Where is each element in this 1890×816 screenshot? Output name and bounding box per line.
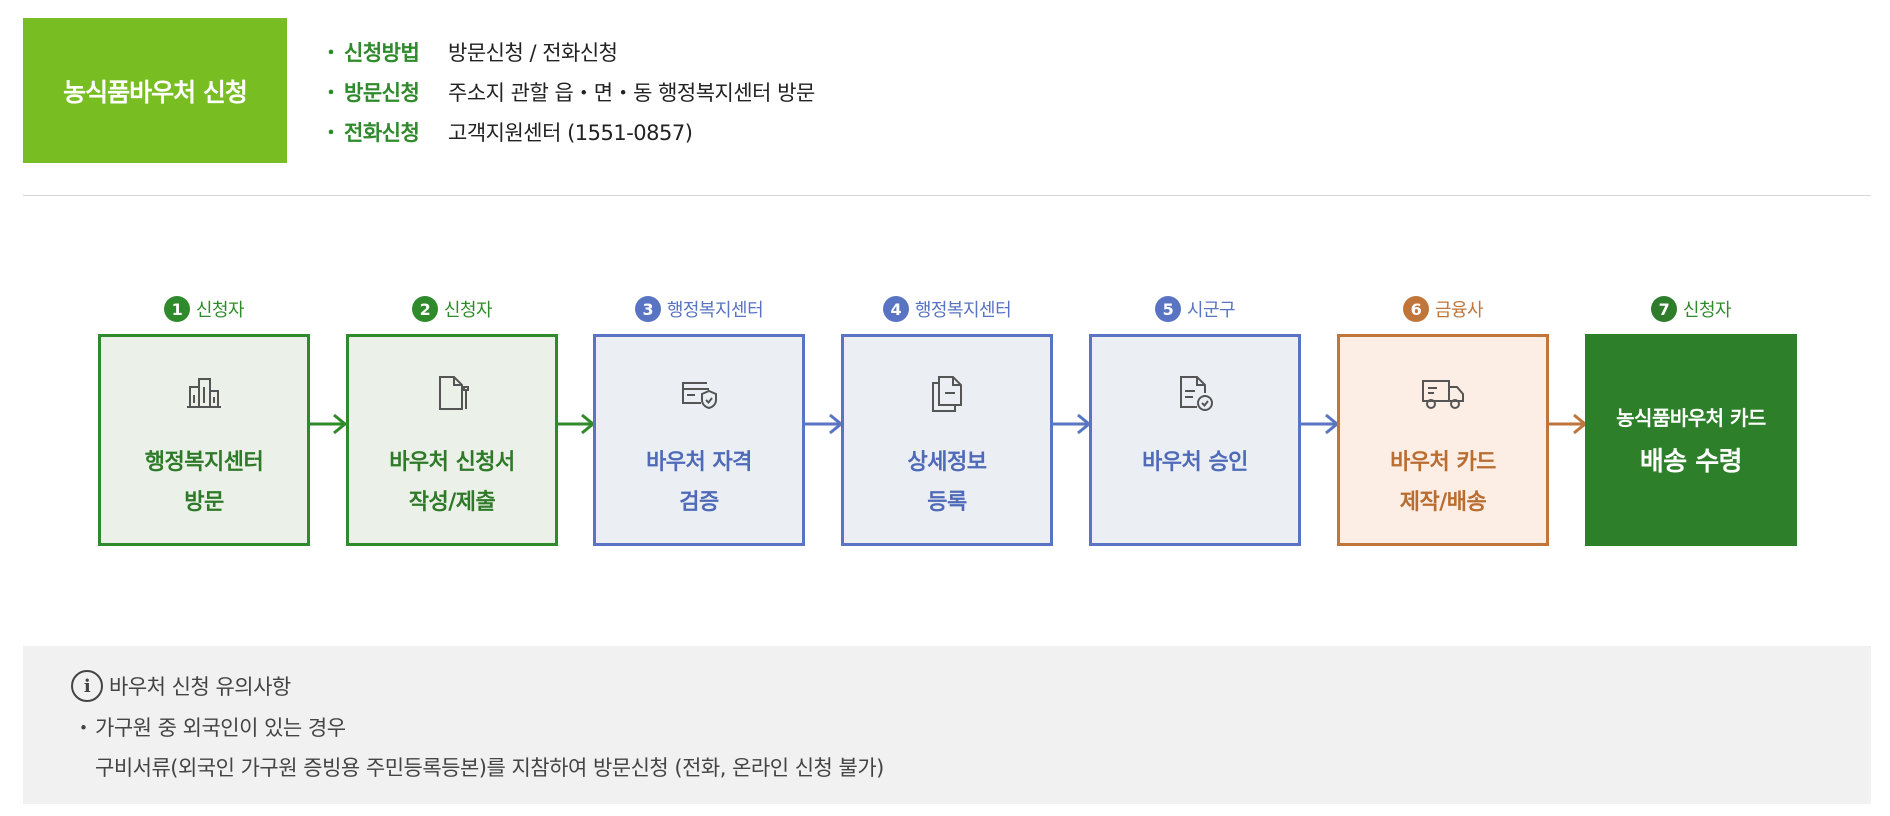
step-number: 7 xyxy=(1650,296,1677,322)
method-key: 신청방법 xyxy=(344,41,420,65)
arrow-right-icon xyxy=(804,413,844,435)
step-label-line: 등록 xyxy=(927,490,967,515)
method-value: 방문신청 / 전화신청 xyxy=(448,41,618,65)
application-method-list: ・ 신청방법 방문신청 / 전화신청 ・ 방문신청 주소지 관할 읍・면・동 행… xyxy=(322,32,815,152)
step-number: 1 xyxy=(163,296,190,322)
step-label: 행정복지센터 방문 xyxy=(144,443,264,523)
process-step-7: 7 신청자 농식품바우처 카드 배송 수령 xyxy=(1585,292,1797,546)
step-actor: 행정복지센터 xyxy=(914,300,1012,321)
step-number: 5 xyxy=(1154,296,1181,322)
process-step-4: 4 행정복지센터 상세정보 등록 xyxy=(841,292,1053,546)
step-header: 1 신청자 xyxy=(98,292,310,326)
bullet: ・ xyxy=(322,83,340,104)
step-header: 5 시군구 xyxy=(1089,292,1301,326)
step-box: 바우처 신청서 작성/제출 xyxy=(346,334,558,546)
info-icon: i xyxy=(71,670,103,702)
step-number: 4 xyxy=(882,296,909,322)
step-header: 3 행정복지센터 xyxy=(593,292,805,326)
method-value: 주소지 관할 읍・면・동 행정복지센터 방문 xyxy=(448,81,815,105)
card-shield-icon xyxy=(682,382,717,410)
documents-icon xyxy=(932,376,962,412)
process-step-5: 5 시군구 바우처 승인 xyxy=(1089,292,1301,546)
section-divider xyxy=(23,195,1871,196)
step-number: 6 xyxy=(1402,296,1429,322)
step-header: 2 신청자 xyxy=(346,292,558,326)
method-key: 전화신청 xyxy=(344,121,420,145)
method-row-visit: ・ 방문신청 주소지 관할 읍・면・동 행정복지센터 방문 xyxy=(322,72,815,112)
method-key: 방문신청 xyxy=(344,81,420,105)
method-value: 고객지원센터 (1551-0857) xyxy=(448,121,693,145)
step-label-line: 상세정보 xyxy=(907,450,987,475)
process-step-3: 3 행정복지센터 바우처 자격 검증 xyxy=(593,292,805,546)
step-number: 2 xyxy=(411,296,438,322)
step-label-line: 검증 xyxy=(679,490,719,515)
step-label-line: 작성/제출 xyxy=(408,490,496,515)
step-label-line: 배송 수령 xyxy=(1639,447,1743,477)
step-label-line: 바우처 카드 xyxy=(1390,450,1496,475)
step-label: 바우처 승인 xyxy=(1142,443,1248,483)
notice-item-detail: 구비서류(외국인 가구원 증빙용 주민등록등본)를 지참하여 방문신청 (전화,… xyxy=(95,756,884,780)
step-header: 7 신청자 xyxy=(1585,292,1797,326)
bullet: ・ xyxy=(322,43,340,64)
step-label-line: 바우처 자격 xyxy=(646,450,752,475)
arrow-right-icon xyxy=(1052,413,1092,435)
step-actor: 행정복지센터 xyxy=(666,300,764,321)
step-actor: 신청자 xyxy=(195,300,245,321)
step-label: 바우처 자격 검증 xyxy=(646,443,752,523)
process-step-2: 2 신청자 바우처 신청서 작성/제출 xyxy=(346,292,558,546)
arrow-right-icon xyxy=(1300,413,1340,435)
step-box: 바우처 카드 제작/배송 xyxy=(1337,334,1549,546)
step-actor: 금융사 xyxy=(1434,300,1484,321)
method-row-phone: ・ 전화신청 고객지원센터 (1551-0857) xyxy=(322,112,815,152)
step-header: 4 행정복지센터 xyxy=(841,292,1053,326)
step-label-line: 바우처 승인 xyxy=(1142,450,1248,475)
step-actor: 신청자 xyxy=(1682,300,1732,321)
process-step-1: 1 신청자 행정복지센터 방문 xyxy=(98,292,310,546)
step-label-line: 행정복지센터 xyxy=(144,450,264,475)
notice-title-text: 바우처 신청 유의사항 xyxy=(109,675,291,699)
bullet: ・ xyxy=(73,716,94,740)
step-box: 바우처 승인 xyxy=(1089,334,1301,546)
step-box: 행정복지센터 방문 xyxy=(98,334,310,546)
document-pen-icon xyxy=(439,376,469,410)
bullet: ・ xyxy=(322,123,340,144)
arrow-right-icon xyxy=(556,413,596,435)
delivery-truck-icon xyxy=(1422,380,1464,409)
step-label-line: 제작/배송 xyxy=(1399,490,1487,515)
step-box: 농식품바우처 카드 배송 수령 xyxy=(1585,334,1797,546)
step-label: 바우처 카드 제작/배송 xyxy=(1390,443,1496,523)
notice-item: ・가구원 중 외국인이 있는 경우 xyxy=(73,712,346,742)
building-icon xyxy=(187,378,221,408)
notice-item-text: 가구원 중 외국인이 있는 경우 xyxy=(95,716,346,740)
step-actor: 신청자 xyxy=(443,300,493,321)
step-label-line: 농식품바우처 카드 xyxy=(1616,406,1766,430)
process-step-6: 6 금융사 바우처 카드 제작/배송 xyxy=(1337,292,1549,546)
step-label-line: 방문 xyxy=(184,490,224,515)
step-label: 상세정보 등록 xyxy=(908,443,987,523)
method-row-application: ・ 신청방법 방문신청 / 전화신청 xyxy=(322,32,815,72)
notice-box: i 바우처 신청 유의사항 ・가구원 중 외국인이 있는 경우 구비서류(외국인… xyxy=(23,646,1871,804)
step-box: 상세정보 등록 xyxy=(841,334,1053,546)
notice-title: i 바우처 신청 유의사항 xyxy=(71,670,291,702)
step-label: 바우처 신청서 작성/제출 xyxy=(389,443,515,523)
page-title-badge: 농식품바우처 신청 xyxy=(23,18,287,163)
arrow-right-icon xyxy=(1548,413,1588,435)
step-label-line: 바우처 신청서 xyxy=(389,450,515,475)
arrow-right-icon xyxy=(308,413,348,435)
document-check-icon xyxy=(1180,376,1213,411)
step-box: 바우처 자격 검증 xyxy=(593,334,805,546)
step-number: 3 xyxy=(634,296,661,322)
step-header: 6 금융사 xyxy=(1337,292,1549,326)
step-actor: 시군구 xyxy=(1186,300,1236,321)
